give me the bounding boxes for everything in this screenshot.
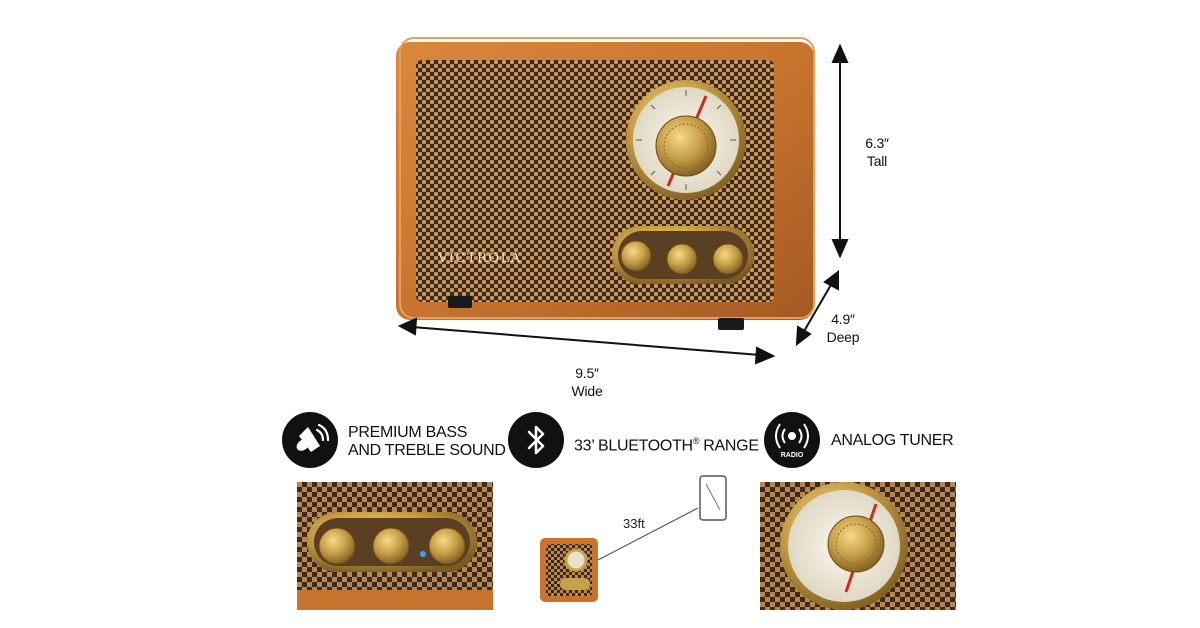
width-word: Wide <box>571 383 603 399</box>
feature-bass-treble-text: PREMIUM BASS AND TREBLE SOUND <box>348 424 506 460</box>
height-value: 6.3″ <box>865 135 889 151</box>
depth-word: Deep <box>826 329 860 345</box>
radio-product-image: VICTROLA <box>396 37 815 320</box>
feature-bluetooth-after: RANGE <box>699 437 759 455</box>
width-arrow <box>411 326 761 356</box>
radio-icon: RADIO <box>764 412 820 468</box>
radio-icon-text: RADIO <box>780 452 804 459</box>
radio-foot-right <box>718 318 744 330</box>
feature-bass-line1: PREMIUM BASS <box>348 424 468 441</box>
analog-tuner-detail-image <box>760 482 956 610</box>
height-label: 6.3″ Tall <box>852 134 902 170</box>
bluetooth-icon <box>508 412 564 468</box>
range-distance-label: 33ft <box>623 516 645 531</box>
speaker-sound-icon <box>282 412 338 468</box>
depth-value: 4.9″ <box>831 311 855 327</box>
registered-mark: ® <box>692 436 700 446</box>
feature-bluetooth-main: 33’ BLUETOOTH <box>574 437 693 455</box>
feature-analog-tuner-text: ANALOG TUNER <box>831 432 954 449</box>
height-word: Tall <box>866 153 888 169</box>
width-value: 9.5″ <box>575 365 599 381</box>
feature-bluetooth-text: 33’ BLUETOOTH® RANGE <box>574 432 759 455</box>
brand-logo: VICTROLA <box>437 251 522 266</box>
feature-bass-line2: AND TREBLE SOUND <box>348 442 506 459</box>
radio-foot-left <box>448 296 472 308</box>
depth-label: 4.9″ Deep <box>818 310 868 346</box>
range-line <box>597 507 699 561</box>
depth-arrow <box>802 282 833 334</box>
knobs-detail-image <box>297 482 493 610</box>
bluetooth-range-image <box>540 475 727 602</box>
width-label: 9.5″ Wide <box>562 364 612 400</box>
